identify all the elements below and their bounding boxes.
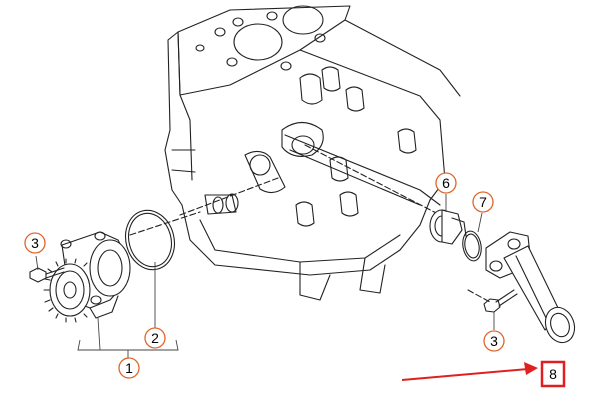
thermostat-o-ring bbox=[462, 230, 482, 262]
flange-bolt bbox=[467, 289, 518, 313]
svg-text:3: 3 bbox=[31, 235, 39, 251]
callout-3-pump-bolt: 3 bbox=[24, 232, 46, 254]
svg-text:8: 8 bbox=[549, 366, 557, 382]
engine-block bbox=[164, 5, 461, 301]
svg-text:1: 1 bbox=[125, 360, 133, 376]
highlight-box bbox=[540, 360, 566, 388]
callout-3-flange-bolt: 3 bbox=[483, 330, 505, 352]
svg-text:6: 6 bbox=[442, 175, 450, 191]
svg-text:2: 2 bbox=[151, 330, 159, 346]
water-pump bbox=[43, 231, 131, 323]
callout-7: 7 bbox=[472, 191, 494, 213]
callout-2: 2 bbox=[144, 327, 166, 349]
leader-lines bbox=[35, 194, 495, 358]
assembly-guide-lines bbox=[129, 144, 441, 236]
svg-text:7: 7 bbox=[479, 194, 487, 210]
callout-8-highlighted: 8 bbox=[540, 360, 566, 388]
red-pointer-arrow-icon bbox=[401, 362, 538, 381]
callout-6: 6 bbox=[435, 172, 457, 194]
thermostat bbox=[429, 209, 467, 245]
water-pump-o-ring bbox=[125, 209, 175, 271]
callout-1: 1 bbox=[118, 357, 140, 379]
coolant-flange-pipe bbox=[485, 231, 576, 344]
svg-text:3: 3 bbox=[490, 333, 498, 349]
